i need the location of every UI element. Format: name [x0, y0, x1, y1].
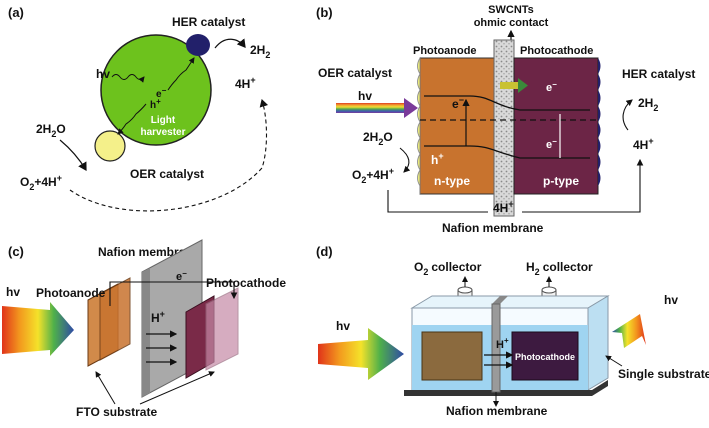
her-catalyst-particle: [186, 34, 210, 56]
single-substrate-label: Single substrate: [618, 367, 709, 381]
hv-label-b: hv: [358, 89, 372, 103]
ohmic-contact-label: ohmic contact: [474, 17, 549, 29]
panel-c-label: (c): [8, 244, 24, 259]
light-beam-d-right: [612, 314, 646, 348]
photocathode-plate-d: [511, 331, 579, 381]
oer-catalyst-label-a: OER catalyst: [130, 167, 204, 181]
h2-collector-cap: [541, 286, 557, 294]
nafion-membrane-label-b: Nafion membrane: [442, 221, 544, 235]
harvester-label: harvester: [140, 127, 185, 138]
electron-label-c: e−: [176, 269, 187, 283]
panel-d-label: (d): [316, 244, 333, 259]
valence-band-line: [424, 145, 590, 159]
light-label: Light: [151, 115, 176, 126]
fto-pointer-right: [139, 371, 215, 405]
light-beam-c: [2, 302, 74, 356]
proton-label-b: 4H+: [633, 136, 654, 152]
proton-path-right: [522, 158, 644, 213]
light-beam-d-left: [318, 328, 404, 380]
hole-path-a: [117, 103, 147, 135]
electron-path-a: [167, 57, 195, 91]
oer-catalyst-label-b: OER catalyst: [318, 66, 392, 80]
substrate-pointer: [605, 355, 623, 367]
photoanode-plate-d: [421, 331, 483, 381]
membrane-edge-c: [142, 268, 150, 397]
hv-label-a: hv: [96, 67, 110, 81]
electron-label-b1: e−: [452, 95, 464, 111]
panel-b-label: (b): [316, 5, 333, 20]
electron-label-b3: e−: [546, 137, 557, 151]
her-catalyst-label: HER catalyst: [172, 15, 245, 29]
panel-c: (c) Nafion membrane Photocathode e− H+ h…: [2, 239, 286, 419]
photoanode-label-b: Photoanode: [413, 45, 477, 57]
proton-membrane-label: 4H+: [493, 199, 514, 215]
oer-catalyst-particle: [94, 130, 126, 162]
light-harvester-sphere: [100, 34, 212, 146]
proton-label-c: H+: [151, 309, 165, 325]
hole-label-b: h+: [431, 151, 444, 167]
panel-a: (a) HER catalyst 2H2 4H+ hv e− h+ Light …: [8, 5, 270, 212]
water-oxidation-arrow: [59, 139, 87, 172]
photocathode-label-b: Photocathode: [520, 45, 593, 57]
tank-top: [410, 295, 610, 309]
o2-collector-cap: [457, 286, 473, 294]
hole-label-a: h+: [150, 97, 161, 111]
water-label-b: 2H2O: [363, 130, 393, 147]
proton-label-a: 4H+: [235, 75, 256, 91]
photon-wave-a: [111, 74, 145, 83]
photocathode-glass-c: [205, 287, 239, 371]
photoanode-label-c: Photoanode: [36, 286, 106, 300]
h2-evolution-arrow-b: [622, 99, 633, 131]
nafion-membrane-label-d: Nafion membrane: [446, 404, 548, 418]
photocathode-label-c: Photocathode: [206, 276, 286, 290]
photoanode-back-c: [99, 277, 131, 361]
photocathode-label-d: Photocathode: [515, 352, 575, 362]
h2-product-b: 2H2: [638, 96, 658, 113]
her-catalyst-label-b: HER catalyst: [622, 67, 695, 81]
panel-b: (b) SWCNTs ohmic contact Photoanode Phot…: [316, 4, 695, 235]
conduction-band-line: [424, 95, 590, 111]
electron-transfer-arrow-body: [500, 82, 518, 89]
fto-substrate-label: FTO substrate: [76, 405, 157, 419]
membrane-top-d: [492, 296, 508, 304]
water-label-a: 2H2O: [36, 122, 66, 139]
external-circuit-c: [109, 281, 238, 306]
proton-transfer-dashed-arrow: [69, 98, 269, 212]
ptype-label: p-type: [543, 174, 579, 188]
oer-catalyst-layer: [417, 56, 421, 194]
swcnt-membrane-column: [493, 39, 515, 217]
proton-label-d: H+: [496, 336, 509, 351]
photocathode-block: [513, 57, 599, 195]
panel-a-label: (a): [8, 5, 24, 20]
hv-label-d-right: hv: [664, 293, 678, 307]
her-catalyst-layer: [598, 58, 601, 194]
light-beam-b: [336, 103, 408, 113]
hv-label-d-left: hv: [336, 319, 350, 333]
single-substrate-base: [404, 380, 608, 396]
photoanode-block: [419, 57, 495, 195]
electron-label-a: e−: [156, 86, 167, 100]
oxygen-product-a: O2+4H+: [20, 173, 62, 192]
swcnt-label: SWCNTs: [488, 4, 534, 16]
tank-side: [587, 295, 609, 391]
fto-pointer-left: [95, 371, 116, 405]
ntype-label: n-type: [434, 174, 470, 188]
electron-label-b2: e−: [546, 80, 557, 94]
proton-path-left: [387, 190, 488, 213]
oxygen-product-b: O2+4H+: [352, 166, 394, 185]
h2-product: 2H2: [250, 43, 270, 60]
electron-transfer-arrow-tip: [518, 78, 528, 93]
light-beam-tip-b: [404, 98, 418, 118]
h2-evolution-arrow: [214, 38, 246, 49]
water-oxidation-arrow-b: [399, 147, 411, 173]
hv-label-c: hv: [6, 285, 20, 299]
